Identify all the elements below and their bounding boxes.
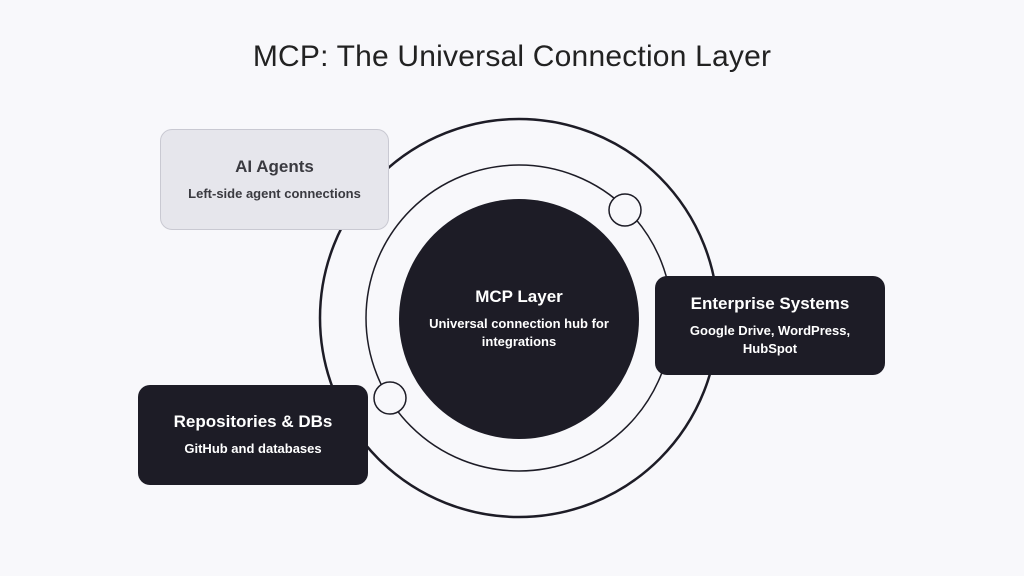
enterprise-systems-card: Enterprise Systems Google Drive, WordPre… [655, 276, 885, 375]
diagram-title: MCP: The Universal Connection Layer [252, 40, 772, 73]
enterprise-systems-title: Enterprise Systems [690, 293, 850, 313]
repositories-dbs-card: Repositories & DBs GitHub and databases [138, 385, 368, 485]
orbit-node-bottom-left [373, 381, 407, 415]
repositories-dbs-title: Repositories & DBs [173, 412, 333, 431]
enterprise-systems-subtitle: Google Drive, WordPress, HubSpot [689, 322, 851, 356]
mcp-layer-title: MCP Layer [475, 287, 563, 306]
ai-agents-title: AI Agents [235, 156, 314, 176]
repositories-dbs-subtitle: GitHub and databases [184, 441, 322, 456]
orbit-node-top-right [608, 193, 642, 227]
mcp-layer-hub: MCP Layer Universal connection hub for i… [399, 199, 639, 439]
ai-agents-subtitle: Left-side agent connections [188, 185, 361, 201]
mcp-layer-subtitle: Universal connection hub for integration… [429, 316, 609, 349]
ai-agents-card: AI Agents Left-side agent connections [160, 129, 389, 230]
